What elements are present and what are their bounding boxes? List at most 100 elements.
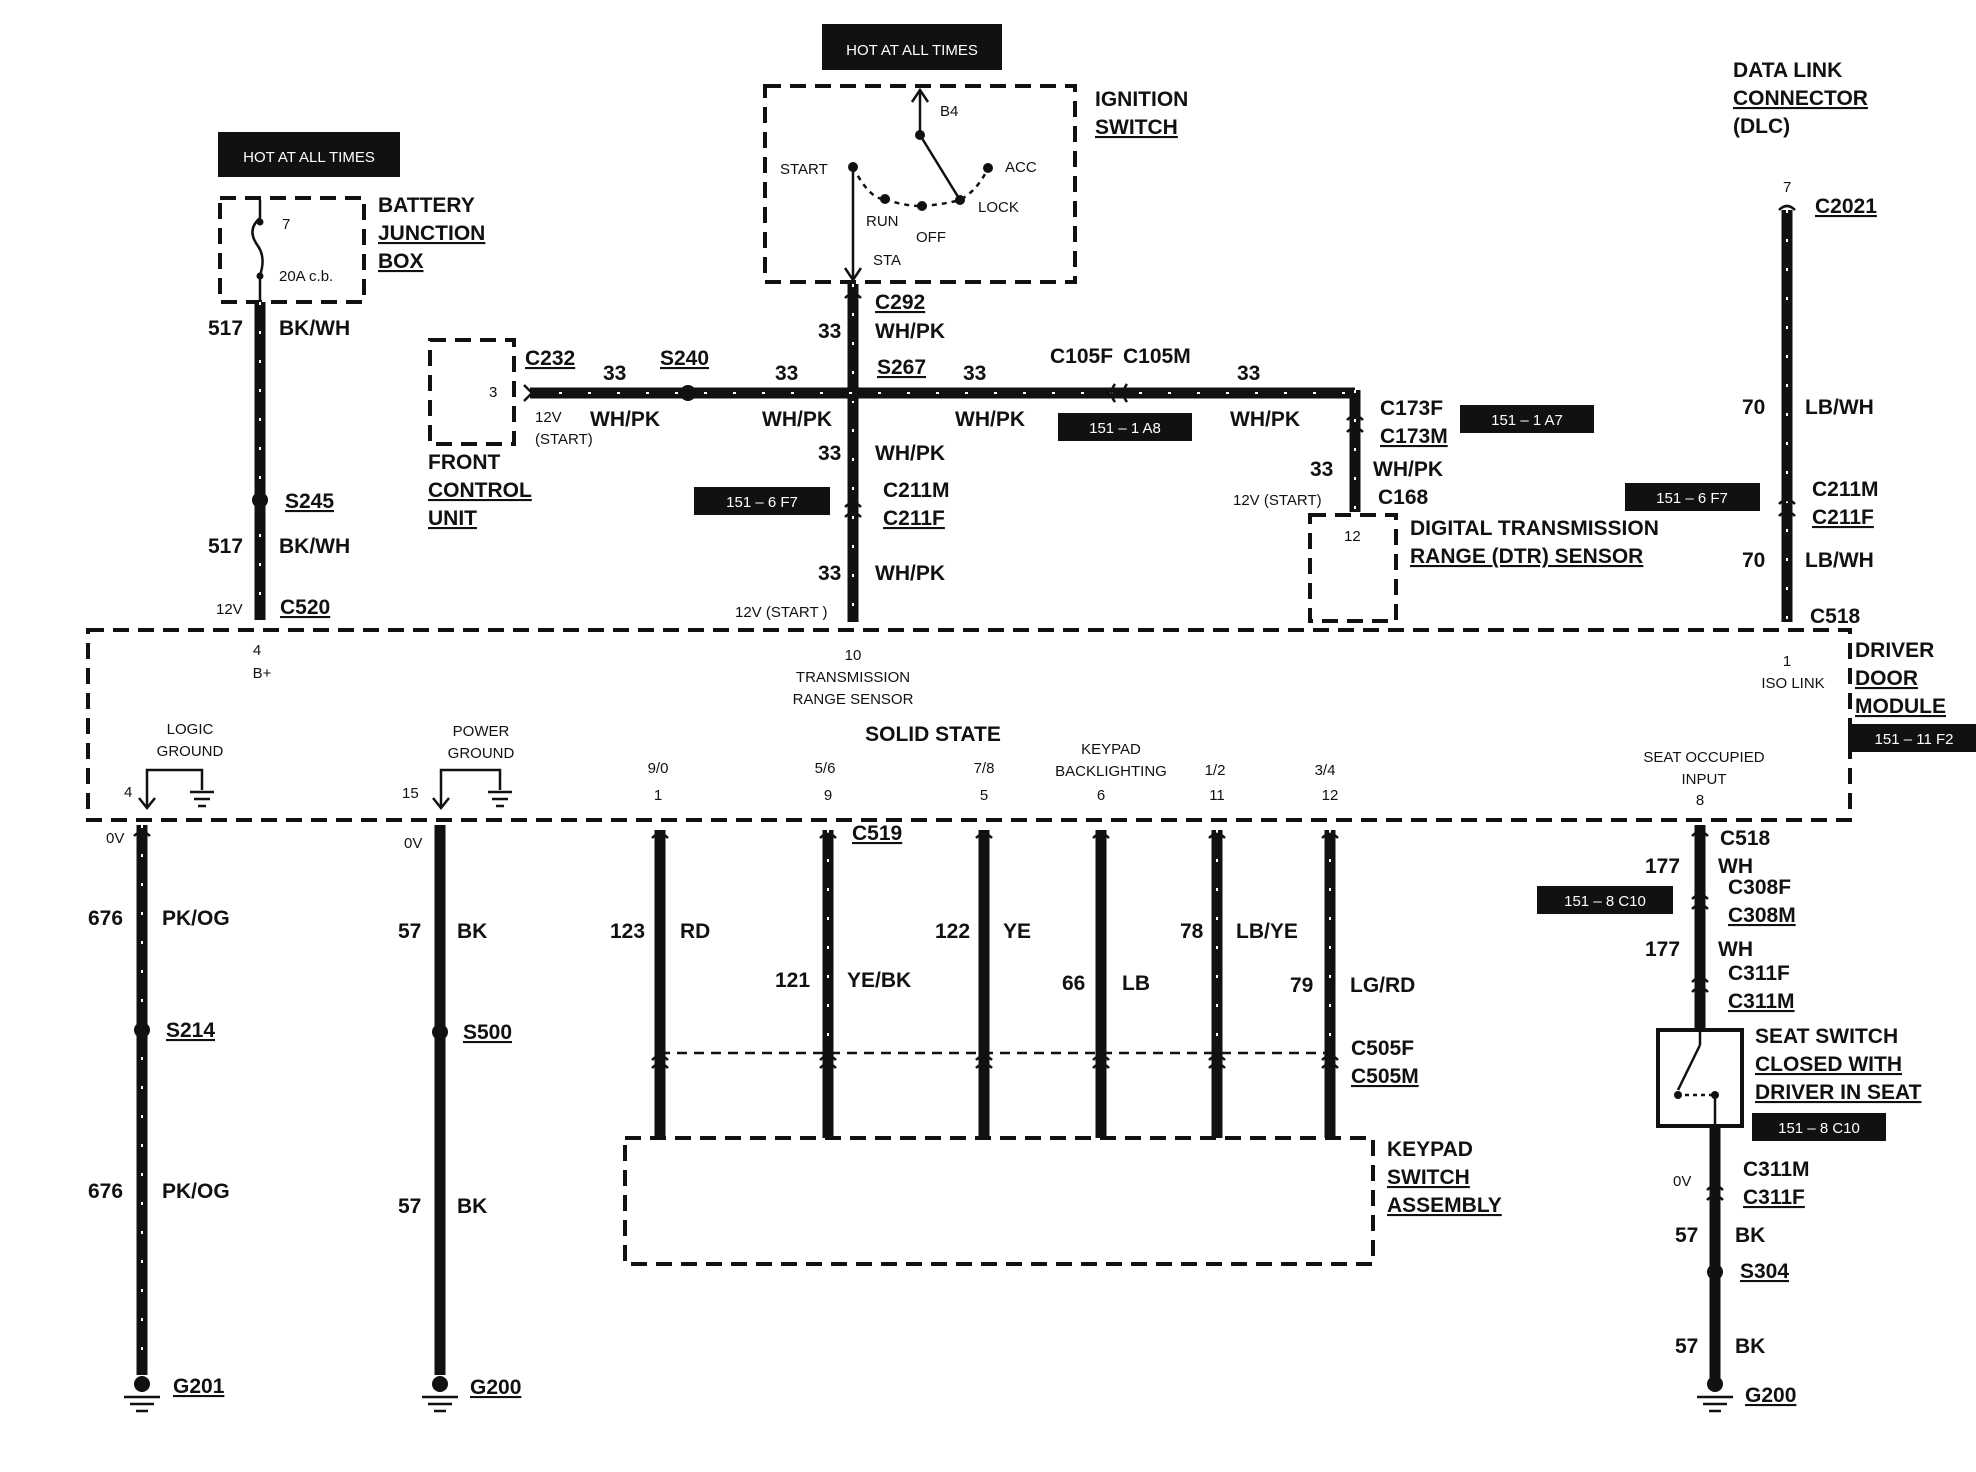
hot-label-battery-text: HOT AT ALL TIMES — [243, 149, 375, 166]
connector-c173f: C173F — [1380, 397, 1443, 420]
connector-c232: C232 — [525, 347, 575, 370]
ref-151-1a8-text: 151 – 1 A8 — [1089, 420, 1161, 437]
connector-c311f-b: C311F — [1743, 1186, 1805, 1209]
bk-seat-a: BK — [1735, 1224, 1765, 1247]
w79: 79 — [1290, 974, 1313, 997]
pin-9: 9 — [824, 787, 832, 804]
splice-s500: S500 — [463, 1021, 512, 1044]
ign-start: START — [780, 161, 828, 178]
dlc-label-3: (DLC) — [1733, 115, 1790, 138]
ref-151-1a7-text: 151 – 1 A7 — [1491, 412, 1563, 429]
rd: RD — [680, 920, 710, 943]
bjb-label-2: JUNCTION — [378, 222, 485, 245]
pin-6: 6 — [1097, 787, 1105, 804]
ign-b4: B4 — [940, 103, 958, 120]
lgrd: LG/RD — [1350, 974, 1415, 997]
ground-g200-icon-b — [1697, 1395, 1733, 1413]
ddm-solid-state: SOLID STATE — [865, 723, 1001, 746]
battery-junction-box — [218, 196, 366, 304]
connector-c311m-b: C311M — [1743, 1158, 1810, 1181]
digit-3-4: 3/4 — [1315, 762, 1336, 779]
fcu-label-3: UNIT — [428, 507, 477, 530]
seat-switch-label-1: SEAT SWITCH — [1755, 1025, 1898, 1048]
w123: 123 — [610, 920, 645, 943]
w177-a: 177 — [1645, 855, 1680, 878]
splice-s304-dot — [1707, 1264, 1723, 1280]
connector-c505m: C505M — [1351, 1065, 1419, 1088]
bjb-label-1: BATTERY — [378, 194, 475, 217]
ground-g201-icon — [124, 1395, 160, 1413]
trs-voltage: 12V (START ) — [735, 604, 828, 621]
keypad-wire-tops — [651, 832, 1339, 839]
connector-c105f: C105F — [1050, 345, 1113, 368]
ref-151-6f7-a — [694, 487, 830, 515]
seat-switch-label-2: CLOSED WITH — [1755, 1053, 1902, 1076]
fcu-label-1: FRONT — [428, 451, 500, 474]
ref-151-11f2 — [1848, 724, 1976, 752]
ignition-switch-label-2: SWITCH — [1095, 116, 1178, 139]
ign-lock: LOCK — [978, 199, 1019, 216]
ddm-label-2: DOOR — [1855, 667, 1918, 690]
connector-c308m: C308M — [1728, 904, 1796, 927]
ddm-trs-1: TRANSMISSION — [796, 669, 910, 686]
ov-57: 0V — [404, 835, 422, 852]
w57-b: 57 — [398, 1195, 421, 1218]
dlc-pin: 7 — [1783, 179, 1791, 196]
ref-151-8c10-b-text: 151 – 8 C10 — [1778, 1120, 1860, 1137]
ignition-switch-lever — [918, 134, 962, 201]
ign-run: RUN — [866, 213, 899, 230]
wire-517-color-2: BK/WH — [279, 535, 350, 558]
wh-b: WH — [1718, 938, 1753, 961]
connector-c520: C520 — [280, 596, 330, 619]
w33-a: 33 — [818, 320, 841, 343]
dtr-sensor-box — [1308, 513, 1398, 623]
ddm-trs-2: RANGE SENSOR — [793, 691, 914, 708]
ref-151-6f7-b — [1625, 483, 1760, 511]
w33-h4: 33 — [1237, 362, 1260, 385]
yebk: YE/BK — [847, 969, 911, 992]
splice-s245: S245 — [285, 490, 334, 513]
ref-151-1a7 — [1460, 405, 1594, 433]
bk-b: BK — [457, 1195, 487, 1218]
ddm-label-1: DRIVER — [1855, 639, 1934, 662]
pin-12: 12 — [1322, 787, 1339, 804]
w78: 78 — [1180, 920, 1204, 943]
ref-151-6f7-b-text: 151 – 6 F7 — [1656, 490, 1728, 507]
ddm-bplus: B+ — [253, 665, 272, 682]
power-ground-1: POWER — [453, 723, 510, 740]
ref-151-8c10-b — [1752, 1113, 1886, 1141]
seat-switch-label-3: DRIVER IN SEAT — [1755, 1081, 1922, 1104]
pin-8: 8 — [1696, 792, 1704, 809]
pin-5: 5 — [980, 787, 988, 804]
w121: 121 — [775, 969, 810, 992]
connector-c105m: C105M — [1123, 345, 1191, 368]
connector-c2021: C2021 — [1815, 195, 1877, 218]
w676-a: 676 — [88, 907, 123, 930]
ddm-label-3: MODULE — [1855, 695, 1946, 718]
connector-c505f: C505F — [1351, 1037, 1414, 1060]
w33-h2: 33 — [775, 362, 798, 385]
ground-g200-a: G200 — [470, 1376, 521, 1399]
lbwh-a: LB/WH — [1805, 396, 1874, 419]
connector-c292: C292 — [875, 291, 925, 314]
wire-517-num-1: 517 — [208, 317, 243, 340]
pin-1: 1 — [654, 787, 662, 804]
splice-s214: S214 — [166, 1019, 215, 1042]
w33-h1: 33 — [603, 362, 626, 385]
bjb-breaker: 20A c.b. — [279, 268, 333, 285]
c520-voltage: 12V — [216, 601, 243, 618]
hot-label-ignition — [822, 24, 1002, 70]
whpk-c: WH/PK — [875, 562, 945, 585]
digit-1-2: 1/2 — [1205, 762, 1226, 779]
whpk-dtr: WH/PK — [1373, 458, 1443, 481]
digit-5-6: 5/6 — [815, 760, 836, 777]
hot-label-battery — [218, 132, 400, 177]
splice-s240-dot — [680, 385, 696, 401]
pin-15: 15 — [402, 785, 419, 802]
wire-517-num-2: 517 — [208, 535, 243, 558]
seat-switch-contact — [1676, 1044, 1702, 1091]
dlc-label-2: CONNECTOR — [1733, 87, 1868, 110]
ground-g200-icon-a — [422, 1395, 458, 1413]
wire-517-color-1: BK/WH — [279, 317, 350, 340]
splice-s267: S267 — [877, 356, 926, 379]
